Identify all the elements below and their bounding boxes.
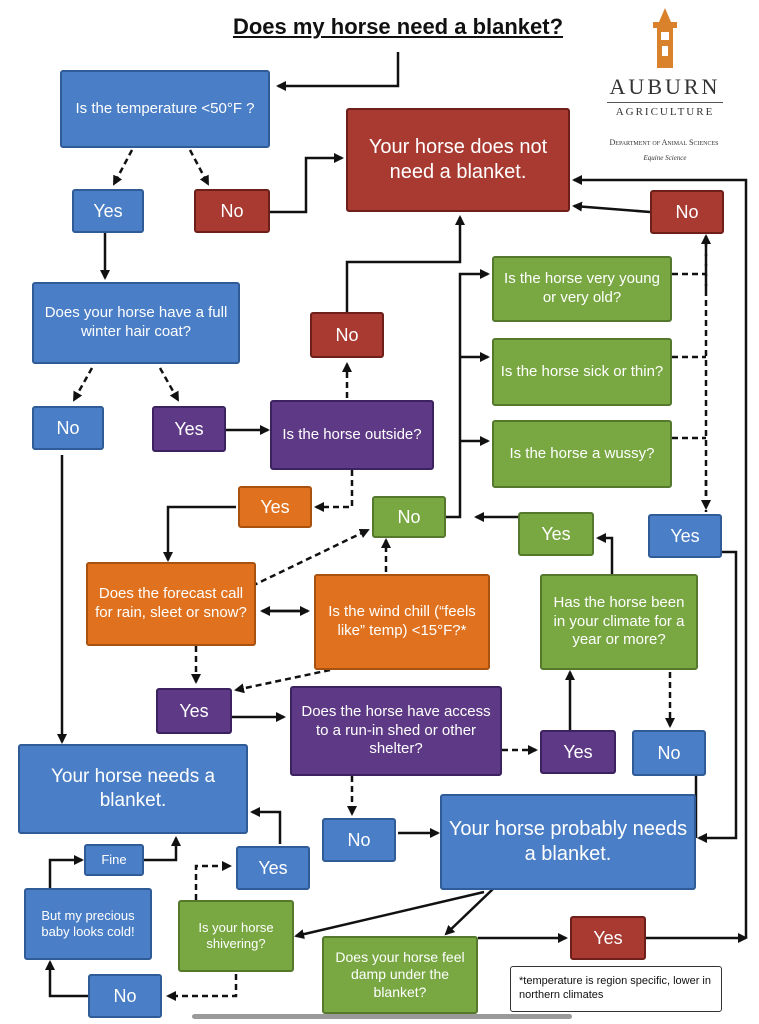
no-coat: No bbox=[32, 406, 104, 450]
no-shivering: No bbox=[88, 974, 162, 1018]
no-climate: No bbox=[632, 730, 706, 776]
yes-shelter: Yes bbox=[540, 730, 616, 774]
result-needs-blanket: Your horse needs a blanket. bbox=[18, 744, 248, 834]
auburn-logo: AUBURN AGRICULTURE Department of Animal … bbox=[575, 8, 755, 173]
horizontal-scrollbar[interactable] bbox=[192, 1014, 572, 1019]
question-damp: Does your horse feel damp under the blan… bbox=[322, 936, 478, 1014]
yes-outside: Yes bbox=[238, 486, 312, 528]
question-climate: Has the horse been in your climate for a… bbox=[540, 574, 698, 670]
yes-weather: Yes bbox=[156, 688, 232, 734]
logo-sub: AGRICULTURE bbox=[615, 106, 715, 118]
logo-name: AUBURN bbox=[609, 74, 721, 99]
precious-baby-box: But my precious baby looks cold! bbox=[24, 888, 152, 960]
yes-damp: Yes bbox=[570, 916, 646, 960]
page-title: Does my horse need a blanket? bbox=[232, 14, 564, 39]
question-shivering: Is your horse shivering? bbox=[178, 900, 294, 972]
yes-right: Yes bbox=[648, 514, 722, 558]
footnote: *temperature is region specific, lower i… bbox=[510, 966, 722, 1012]
yes-temperature: Yes bbox=[72, 189, 144, 233]
question-wind-chill: Is the wind chill (“feels like” temp) <1… bbox=[314, 574, 490, 670]
logo-program: Equine Science bbox=[643, 154, 687, 162]
no-shelter: No bbox=[322, 818, 396, 862]
result-no-blanket: Your horse does not need a blanket. bbox=[346, 108, 570, 212]
no-temperature: No bbox=[194, 189, 270, 233]
no-outside: No bbox=[310, 312, 384, 358]
question-temperature: Is the temperature <50°F ? bbox=[60, 70, 270, 148]
question-forecast: Does the forecast call for rain, sleet o… bbox=[86, 562, 256, 646]
result-probably-needs: Your horse probably needs a blanket. bbox=[440, 794, 696, 890]
question-young-old: Is the horse very young or very old? bbox=[492, 256, 672, 322]
question-winter-coat: Does your horse have a full winter hair … bbox=[32, 282, 240, 364]
question-sick-thin: Is the horse sick or thin? bbox=[492, 338, 672, 406]
yes-climate: Yes bbox=[518, 512, 594, 556]
no-center: No bbox=[372, 496, 446, 538]
question-shelter: Does the horse have access to a run-in s… bbox=[290, 686, 502, 776]
logo-dept: Department of Animal Sciences bbox=[609, 138, 719, 147]
no-right: No bbox=[650, 190, 724, 234]
tower-icon bbox=[653, 8, 677, 68]
question-wussy: Is the horse a wussy? bbox=[492, 420, 672, 488]
fine-box: Fine bbox=[84, 844, 144, 876]
yes-coat: Yes bbox=[152, 406, 226, 452]
yes-shivering: Yes bbox=[236, 846, 310, 890]
question-outside: Is the horse outside? bbox=[270, 400, 434, 470]
